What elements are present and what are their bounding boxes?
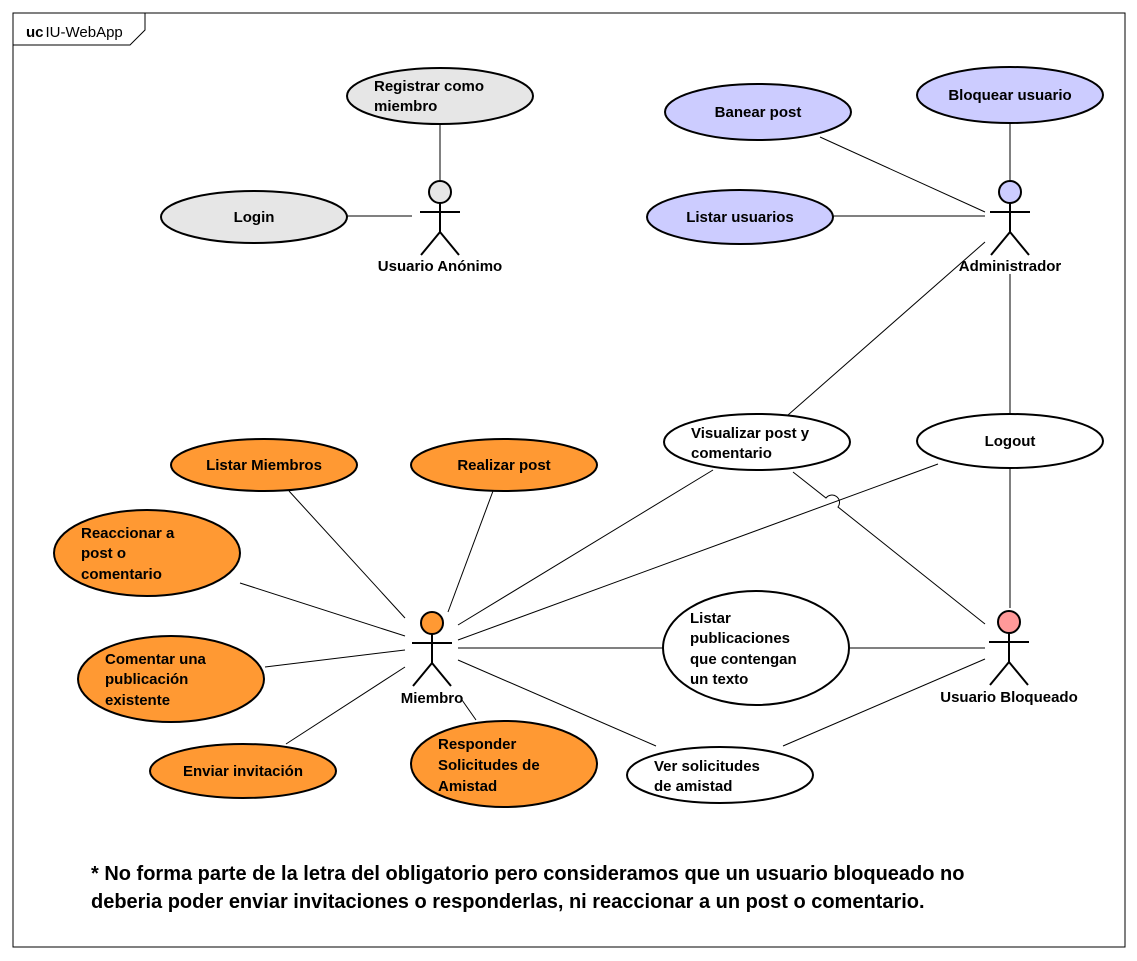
usecase-invite-line-1: Enviar invitación: [183, 763, 303, 780]
usecase-react[interactable]: Reaccionar a post o comentario: [53, 509, 241, 597]
usecase-view-requests-line-1: Ver solicitudes: [654, 758, 760, 775]
usecase-list-users-shape: [646, 189, 834, 245]
assoc-create-post-member: [447, 490, 494, 613]
usecase-list-posts-line-4: un texto: [690, 671, 748, 688]
note-line-1: * No forma parte de la letra del obligat…: [91, 863, 964, 885]
assoc-react-member: [239, 582, 406, 637]
usecase-invite-shape: [149, 743, 337, 799]
usecase-list-members[interactable]: Listar Miembros: [170, 438, 358, 492]
actor-anonymous[interactable]: Usuario Anónimo: [378, 180, 502, 275]
usecase-comment-line-1: Comentar una: [105, 651, 207, 668]
usecase-register-line-1: Registrar como: [374, 78, 484, 95]
usecase-logout[interactable]: Logout: [916, 413, 1104, 469]
actor-blocked[interactable]: Usuario Bloqueado: [940, 610, 1078, 706]
note-line-2: deberia poder enviar invitaciones o resp…: [91, 891, 925, 913]
assoc-ban-admin: [819, 136, 986, 213]
usecase-register-shape: [346, 67, 534, 125]
actor-anonymous-head: [428, 180, 452, 204]
usecase-view-requests-line-2: de amistad: [654, 778, 732, 795]
usecase-comment-line-2: publicación: [105, 671, 188, 688]
actor-blocked-label: Usuario Bloqueado: [940, 689, 1078, 706]
usecase-react-line-2: post o: [81, 545, 126, 562]
assoc-respond-member: [461, 699, 477, 721]
usecase-list-posts-line-3: que contengan: [690, 651, 797, 668]
assoc-view-post-member: [457, 469, 714, 626]
usecase-list-posts-line-1: Listar: [690, 610, 731, 627]
assoc-requests-member: [457, 659, 657, 747]
usecase-react-line-1: Reaccionar a: [81, 525, 175, 542]
usecase-react-line-3: comentario: [81, 566, 162, 583]
usecase-login-line-1: Login: [234, 209, 275, 226]
usecase-view-post-line-1: Visualizar post y: [691, 425, 810, 442]
usecase-create-post-line-1: Realizar post: [457, 457, 550, 474]
assoc-view-post-admin: [787, 241, 986, 416]
usecase-respond[interactable]: Responder Solicitudes de Amistad: [410, 720, 598, 808]
actor-admin-head: [998, 180, 1022, 204]
usecase-login-shape: [160, 190, 348, 244]
actor-member-head: [420, 611, 444, 635]
usecase-register-line-2: miembro: [374, 98, 437, 115]
assoc-invite-member: [285, 666, 406, 745]
usecase-list-posts-line-2: publicaciones: [690, 630, 790, 647]
actor-anonymous-body: [420, 203, 460, 256]
actor-member[interactable]: Miembro: [401, 611, 464, 707]
actor-member-label: Miembro: [401, 690, 464, 707]
usecase-react-shape: [53, 509, 241, 597]
actor-blocked-head: [997, 610, 1021, 634]
usecase-ban-post-line-1: Banear post: [715, 104, 802, 121]
associations: [239, 123, 1011, 747]
usecase-list-posts[interactable]: Listar publicaciones que contengan un te…: [662, 590, 850, 706]
usecase-respond-line-3: Amistad: [438, 778, 497, 795]
assoc-comment-member: [264, 649, 406, 668]
usecase-logout-line-1: Logout: [985, 433, 1036, 450]
usecase-block-user-line-1: Bloquear usuario: [948, 87, 1071, 104]
usecase-ban-post-shape: [664, 83, 852, 141]
usecase-invite[interactable]: Enviar invitación: [149, 743, 337, 799]
usecase-respond-line-2: Solicitudes de: [438, 757, 540, 774]
usecase-register[interactable]: Registrar como miembro: [346, 67, 534, 125]
actor-anonymous-label: Usuario Anónimo: [378, 258, 502, 275]
usecase-create-post-shape: [410, 438, 598, 492]
usecase-comment-line-3: existente: [105, 692, 170, 709]
usecase-create-post[interactable]: Realizar post: [410, 438, 598, 492]
actor-admin-body: [990, 203, 1030, 256]
usecase-logout-shape: [916, 413, 1104, 469]
assoc-view-post-blocked: [792, 471, 986, 625]
assoc-list-members-member: [288, 490, 406, 619]
usecase-list-members-shape: [170, 438, 358, 492]
frame-name: IU-WebApp: [46, 24, 123, 41]
frame-keyword: uc: [26, 24, 44, 41]
assoc-requests-blocked: [782, 658, 986, 747]
usecase-view-requests-shape: [626, 746, 814, 804]
usecase-view-post[interactable]: Visualizar post y comentario: [663, 413, 851, 471]
usecase-block-user[interactable]: Bloquear usuario: [916, 66, 1104, 124]
usecase-respond-shape: [410, 720, 598, 808]
actor-admin[interactable]: Administrador: [959, 180, 1062, 275]
usecase-respond-line-1: Responder: [438, 736, 517, 753]
usecase-list-users-line-1: Listar usuarios: [686, 209, 794, 226]
usecase-block-user-shape: [916, 66, 1104, 124]
frame-tab: [13, 13, 146, 46]
usecase-list-users[interactable]: Listar usuarios: [646, 189, 834, 245]
actor-admin-label: Administrador: [959, 258, 1062, 275]
usecase-comment-shape: [77, 635, 265, 723]
actor-blocked-body: [989, 633, 1029, 686]
usecase-view-post-line-2: comentario: [691, 445, 772, 462]
usecase-comment[interactable]: Comentar una publicación existente: [77, 635, 265, 723]
usecase-ban-post[interactable]: Banear post: [664, 83, 852, 141]
actor-member-body: [412, 634, 452, 687]
assoc-logout-member: [457, 463, 939, 641]
usecase-view-requests[interactable]: Ver solicitudes de amistad: [626, 746, 814, 804]
usecase-login[interactable]: Login: [160, 190, 348, 244]
usecase-list-members-line-1: Listar Miembros: [206, 457, 322, 474]
usecase-view-post-shape: [663, 413, 851, 471]
usecase-list-posts-shape: [662, 590, 850, 706]
